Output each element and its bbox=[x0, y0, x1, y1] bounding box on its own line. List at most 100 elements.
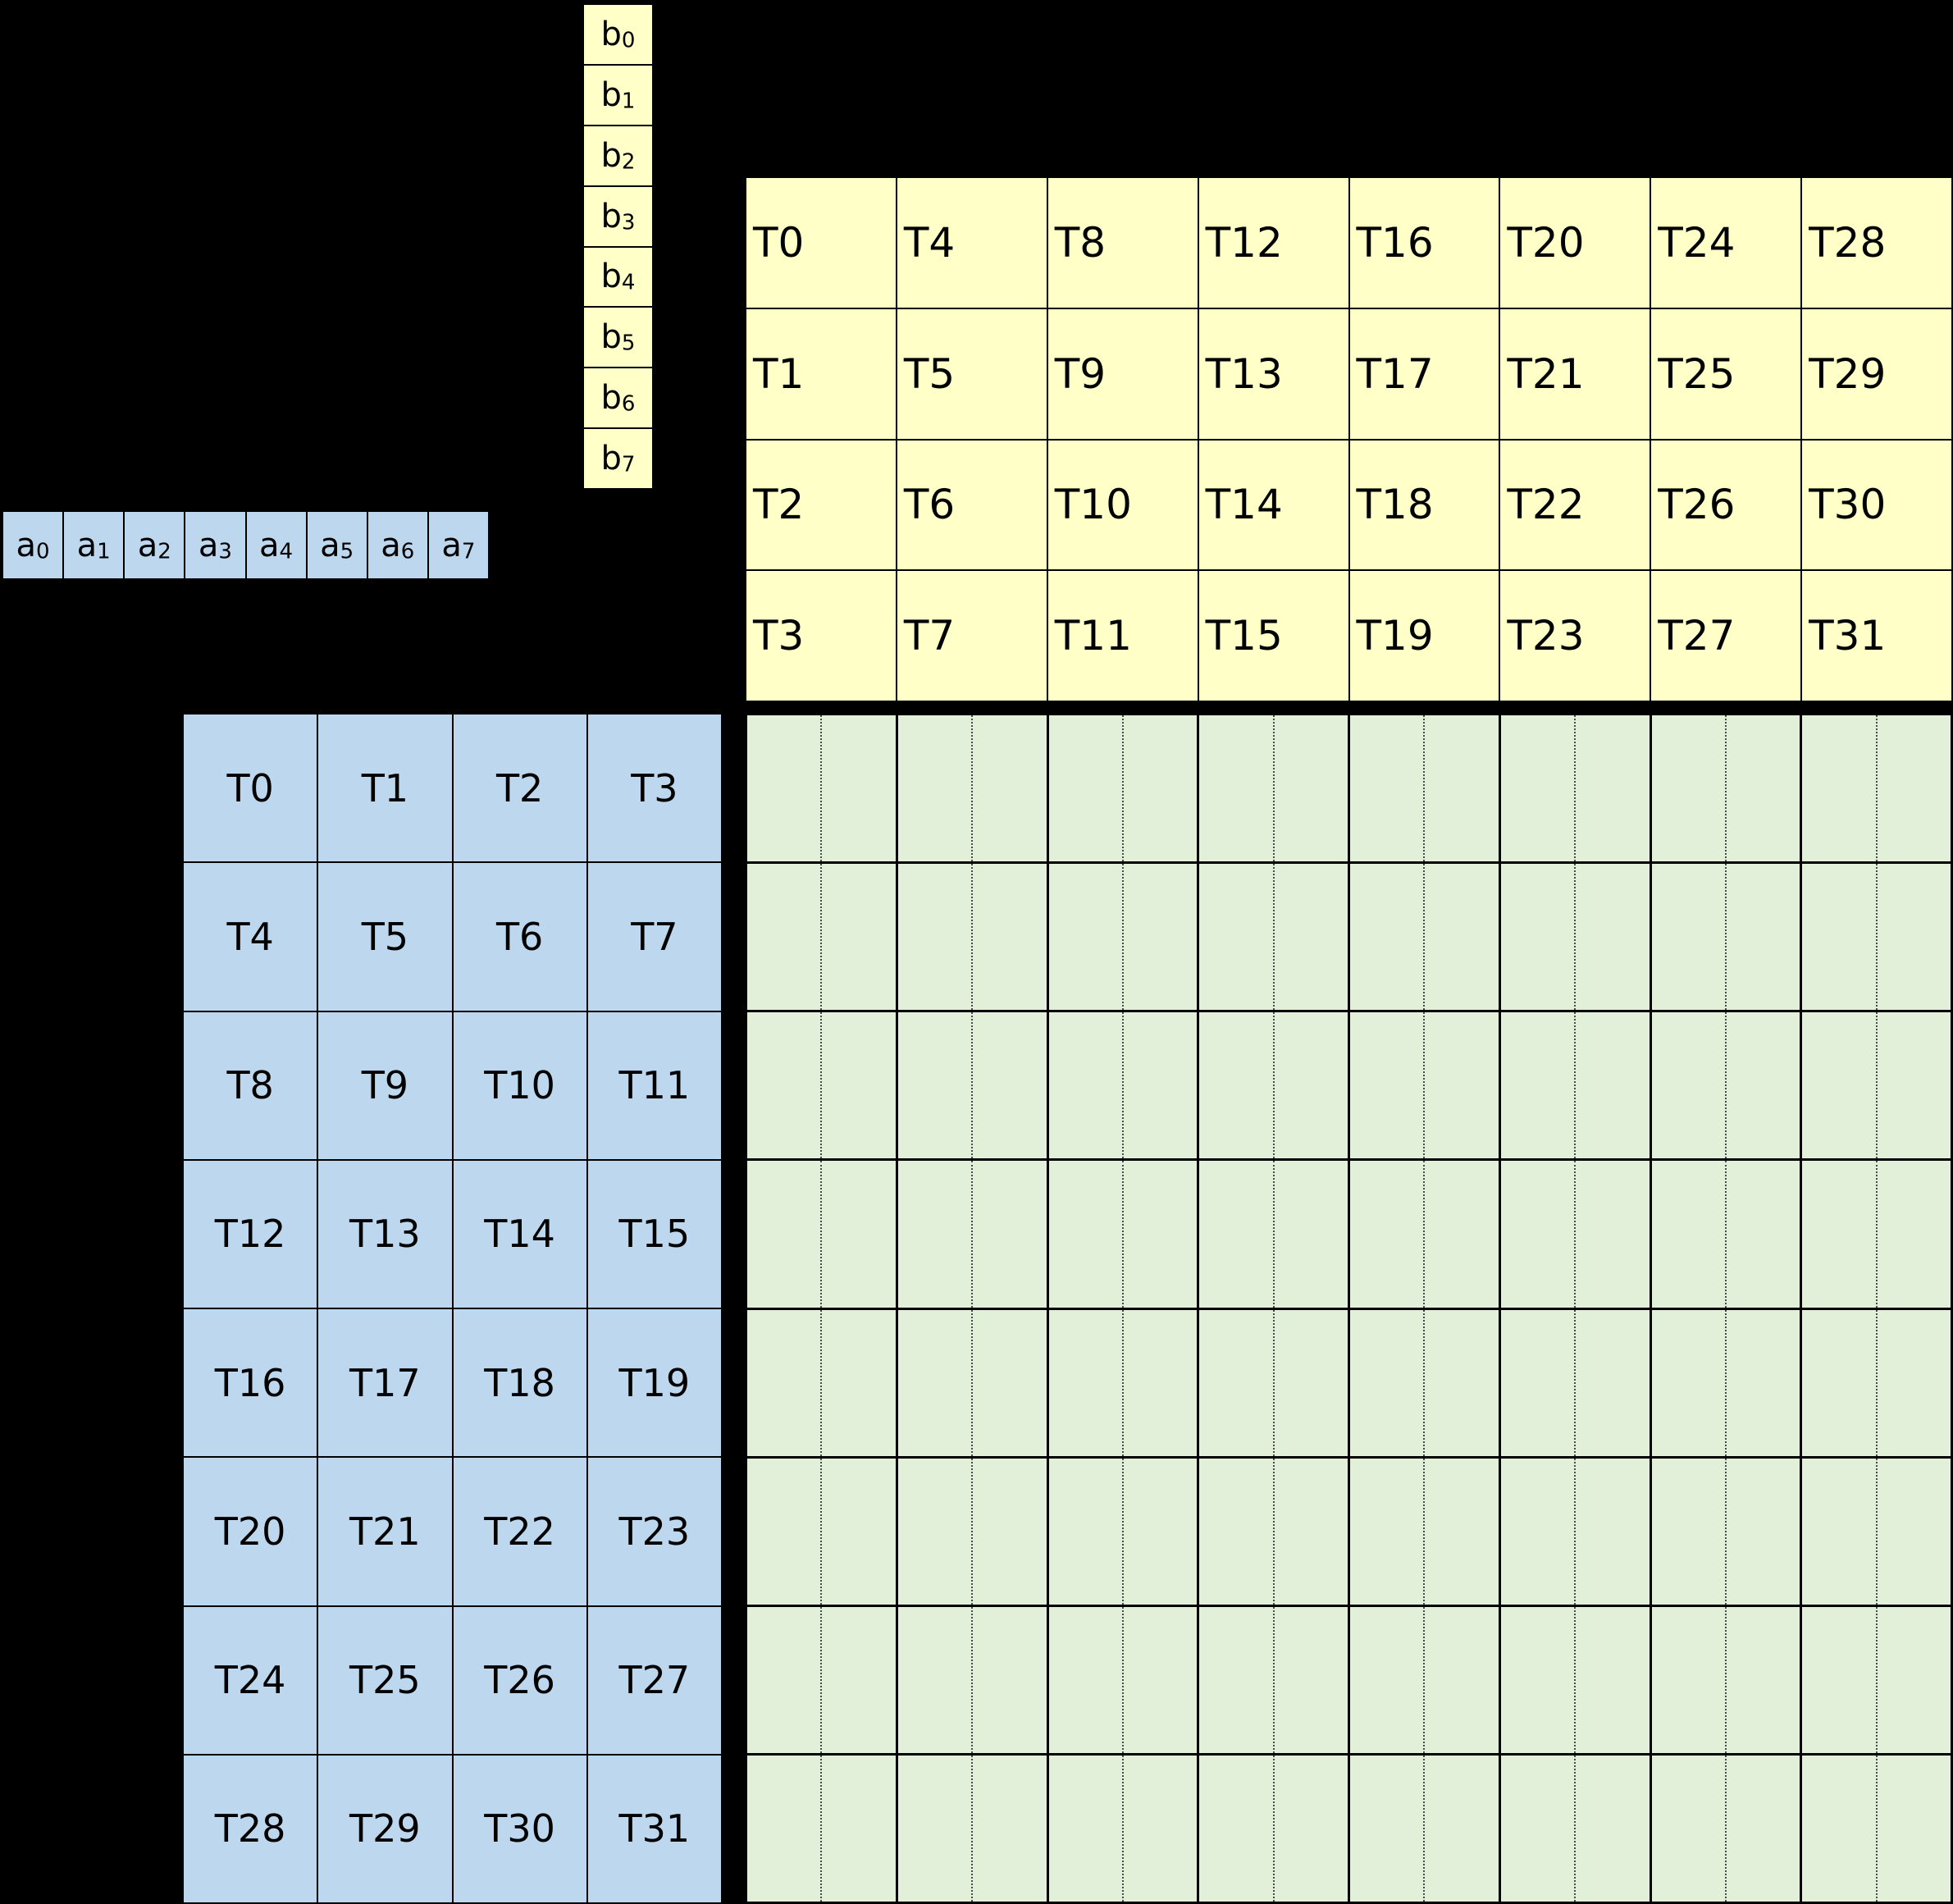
result-cell bbox=[820, 1309, 895, 1456]
thread-cell-t30: T30 bbox=[1801, 439, 1952, 571]
thread-cell-t16: T16 bbox=[183, 1308, 318, 1458]
result-cell bbox=[1649, 1309, 1725, 1456]
vector-label-subscript: 1 bbox=[97, 538, 111, 564]
thread-cell-t9: T9 bbox=[317, 1011, 453, 1160]
result-cell bbox=[1121, 1755, 1197, 1902]
result-cell bbox=[1197, 1012, 1272, 1159]
vector-label-subscript: 3 bbox=[218, 538, 232, 564]
thread-cell-t29: T29 bbox=[317, 1754, 453, 1903]
result-cell bbox=[971, 1606, 1046, 1753]
result-cell bbox=[1046, 1606, 1122, 1753]
thread-cell-t21: T21 bbox=[317, 1457, 453, 1606]
thread-cell-t27: T27 bbox=[1650, 570, 1802, 701]
result-cell bbox=[895, 715, 971, 862]
result-cell bbox=[971, 715, 1046, 862]
result-cell bbox=[1498, 1309, 1574, 1456]
thread-cell-t17: T17 bbox=[317, 1308, 453, 1458]
result-cell bbox=[1423, 1606, 1498, 1753]
result-cell bbox=[1121, 1012, 1197, 1159]
vector-label-base: a bbox=[76, 526, 98, 564]
result-cell bbox=[1498, 1161, 1574, 1308]
result-cell bbox=[895, 1458, 971, 1605]
vector-label-base: b bbox=[600, 440, 622, 478]
vector-label-base: b bbox=[600, 15, 622, 53]
thread-cell-t17: T17 bbox=[1348, 308, 1500, 440]
result-cell bbox=[1046, 1458, 1122, 1605]
result-cell bbox=[1121, 864, 1197, 1011]
result-cell bbox=[1121, 1458, 1197, 1605]
thread-cell-t19: T19 bbox=[586, 1308, 722, 1458]
result-cell bbox=[1800, 1161, 1875, 1308]
result-cell bbox=[1348, 1755, 1423, 1902]
result-cell bbox=[1348, 1606, 1423, 1753]
result-cell bbox=[1800, 1606, 1875, 1753]
thread-cell-t8: T8 bbox=[183, 1011, 318, 1160]
result-cell bbox=[1574, 1606, 1649, 1753]
vector-label-base: b bbox=[600, 379, 622, 418]
result-cell bbox=[1272, 1755, 1348, 1902]
result-cell bbox=[1498, 1012, 1574, 1159]
result-cell bbox=[747, 1459, 820, 1605]
result-cell bbox=[1423, 715, 1498, 862]
thread-cell-t16: T16 bbox=[1348, 177, 1500, 308]
result-cell bbox=[1724, 1755, 1800, 1902]
result-cell bbox=[1121, 1606, 1197, 1753]
result-cell bbox=[1800, 1755, 1875, 1902]
result-cell bbox=[971, 1161, 1046, 1308]
result-cell bbox=[1121, 715, 1197, 862]
result-cell bbox=[1046, 1161, 1122, 1308]
result-cell bbox=[1423, 1458, 1498, 1605]
result-cell bbox=[1272, 715, 1348, 862]
result-cell bbox=[1649, 1012, 1725, 1159]
result-cell bbox=[1800, 715, 1875, 862]
result-cell bbox=[1121, 1309, 1197, 1456]
result-cell bbox=[1348, 864, 1423, 1011]
thread-cell-t7: T7 bbox=[586, 862, 722, 1011]
result-cell bbox=[1046, 864, 1122, 1011]
result-cell bbox=[971, 1309, 1046, 1456]
result-cell bbox=[1649, 1606, 1725, 1753]
thread-cell-t2: T2 bbox=[746, 439, 897, 571]
result-cell bbox=[1423, 1309, 1498, 1456]
thread-cell-t28: T28 bbox=[1801, 177, 1952, 308]
thread-cell-t28: T28 bbox=[183, 1754, 318, 1903]
thread-cell-t20: T20 bbox=[1499, 177, 1651, 308]
result-cell bbox=[1272, 1458, 1348, 1605]
result-cell bbox=[1800, 1012, 1875, 1159]
result-cell bbox=[1046, 1012, 1122, 1159]
result-cell bbox=[1498, 1606, 1574, 1753]
vector-label-subscript: 7 bbox=[461, 538, 476, 564]
result-row bbox=[747, 1604, 1951, 1753]
result-cell bbox=[895, 1309, 971, 1456]
result-cell bbox=[895, 1161, 971, 1308]
thread-cell-t11: T11 bbox=[586, 1011, 722, 1160]
result-cell bbox=[1423, 864, 1498, 1011]
result-cell bbox=[1800, 1309, 1875, 1456]
thread-cell-t14: T14 bbox=[452, 1159, 587, 1308]
result-row bbox=[747, 1158, 1951, 1308]
result-cell bbox=[1046, 1755, 1122, 1902]
result-cell bbox=[1348, 1309, 1423, 1456]
vector-label-base: a bbox=[441, 526, 462, 564]
result-cell bbox=[1724, 715, 1800, 862]
result-cell bbox=[895, 864, 971, 1011]
result-cell bbox=[1272, 1161, 1348, 1308]
result-cell bbox=[747, 864, 820, 1010]
vector-label-base: a bbox=[381, 526, 401, 564]
vector-label-subscript: 5 bbox=[621, 331, 636, 356]
result-cell bbox=[895, 1606, 971, 1753]
result-cell bbox=[1348, 1458, 1423, 1605]
thread-cell-t23: T23 bbox=[586, 1457, 722, 1606]
result-cell bbox=[1197, 1161, 1272, 1308]
result-row bbox=[747, 861, 1951, 1011]
thread-cell-t5: T5 bbox=[896, 308, 1047, 440]
result-cell bbox=[1649, 864, 1725, 1011]
thread-cell-t2: T2 bbox=[452, 714, 587, 863]
